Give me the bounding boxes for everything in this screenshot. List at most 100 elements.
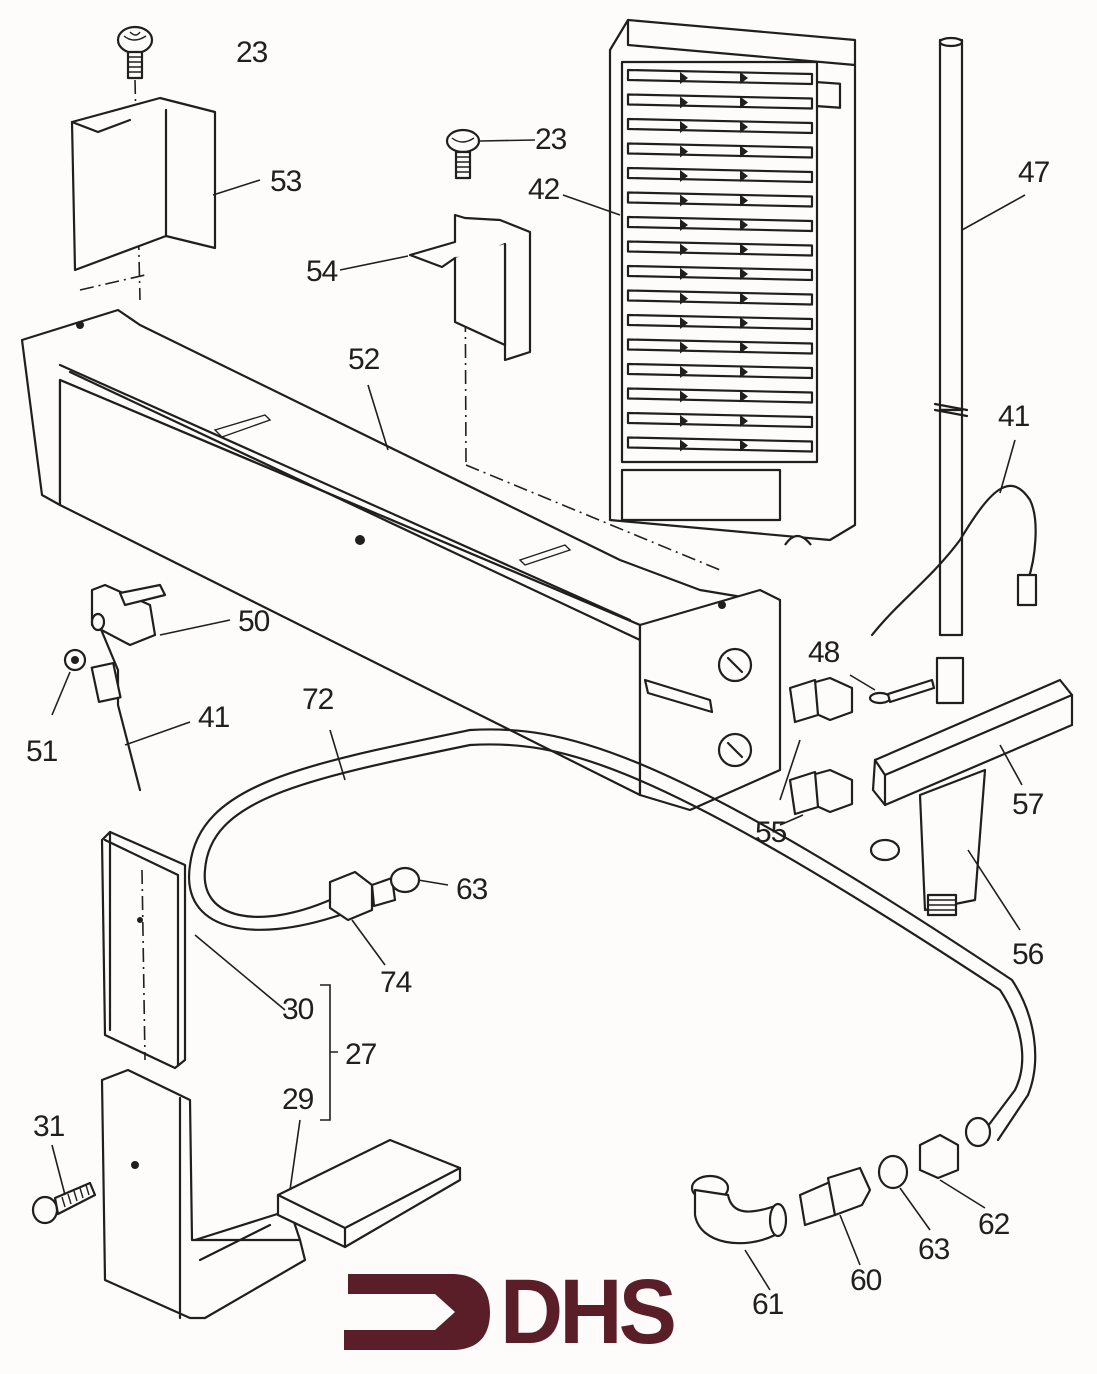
connector-60 <box>798 1166 872 1266</box>
grille-slat-notch <box>740 439 748 452</box>
grille-slat-notch <box>740 341 748 354</box>
grille-slat-notch <box>680 96 688 109</box>
callout-61: 61 <box>752 1288 784 1321</box>
grille-slat <box>626 215 814 233</box>
grille-slat <box>626 240 814 257</box>
block-29 <box>276 1119 462 1249</box>
burner-52 <box>20 239 782 812</box>
grille-slat-notch <box>680 341 688 354</box>
grille-slat-notch <box>680 219 688 231</box>
pin-48 <box>849 674 936 705</box>
nut-51 <box>51 648 87 716</box>
grille-slat <box>626 436 814 453</box>
grille-slat <box>626 117 814 135</box>
valve-assembly-56-57 <box>869 656 1074 931</box>
housing <box>100 1068 307 1320</box>
screw-23-center <box>445 128 536 180</box>
grille-slat-notch <box>740 219 748 231</box>
grille-slat-notch <box>680 415 688 427</box>
pipe-72 <box>187 728 1037 1148</box>
grille-slat <box>626 289 814 306</box>
callout-63-upper: 63 <box>456 873 488 906</box>
callout-42: 42 <box>528 173 560 206</box>
grille-slat-notch <box>740 292 748 305</box>
callout-54: 54 <box>306 255 338 288</box>
grille-slat-notch <box>740 72 748 84</box>
grille-slat <box>626 313 814 331</box>
grille-slat-notch <box>680 390 688 403</box>
olive-63-upper <box>389 866 449 894</box>
grille-slat-notch <box>680 317 688 329</box>
grille-slat-notch <box>680 366 688 378</box>
grille-slat <box>626 338 814 355</box>
callout-60: 60 <box>850 1264 882 1297</box>
grille-slat-notch <box>740 121 748 133</box>
callout-47: 47 <box>1018 156 1050 189</box>
callout-53: 53 <box>270 165 302 198</box>
bracket-53 <box>70 96 261 272</box>
callout-51: 51 <box>26 735 58 768</box>
callout-23-center: 23 <box>535 123 567 156</box>
injectors-55 <box>779 676 854 826</box>
tube-47 <box>933 36 1026 637</box>
grille-slat-notch <box>740 415 748 427</box>
callout-30: 30 <box>282 993 314 1026</box>
callout-23-top-left: 23 <box>236 36 268 69</box>
grille-slat-notch <box>740 366 748 378</box>
callout-62: 62 <box>978 1208 1010 1241</box>
callout-56: 56 <box>1012 938 1044 971</box>
grille-slat-notch <box>680 72 688 84</box>
callout-31: 31 <box>33 1110 65 1143</box>
grille-slat-notch <box>740 194 748 207</box>
arrow-logo-icon <box>344 1274 490 1350</box>
grille-slat-notch <box>680 121 688 133</box>
grille-slat-notch <box>740 170 748 182</box>
grille-slat-notch <box>740 390 748 403</box>
callout-27: 27 <box>345 1038 377 1071</box>
grille-slat <box>626 68 814 86</box>
nut-74 <box>328 870 397 966</box>
callout-63-lower: 63 <box>918 1233 950 1266</box>
callout-41-left: 41 <box>198 701 230 734</box>
grille-slat <box>626 264 814 282</box>
olive-63-lower <box>877 1154 931 1231</box>
grille-slat <box>626 93 814 110</box>
grille-slat-notch <box>680 194 688 207</box>
grille-42 <box>562 18 857 546</box>
callout-57: 57 <box>1012 788 1044 821</box>
grille-slat-notch <box>740 268 748 280</box>
callout-48: 48 <box>808 636 840 669</box>
assembly-bracket-27 <box>320 984 338 1121</box>
callout-55: 55 <box>755 816 787 849</box>
elbow-61 <box>690 1174 788 1291</box>
grille-slat-notch <box>740 243 748 256</box>
screw-31 <box>31 1144 97 1225</box>
callout-29: 29 <box>282 1083 314 1116</box>
callout-72: 72 <box>302 683 334 716</box>
grille-slat-notch <box>740 96 748 109</box>
grille-slat-notch <box>680 292 688 305</box>
clip-54 <box>339 213 532 362</box>
callout-50: 50 <box>238 605 270 638</box>
grille-slat-notch <box>680 439 688 452</box>
leader-41-left <box>124 721 191 746</box>
dhs-logo: DHS <box>340 1262 720 1362</box>
grille-slat <box>626 191 814 208</box>
grille-slat-notch <box>680 170 688 182</box>
grille-slat-notch <box>680 145 688 158</box>
callout-74: 74 <box>380 966 412 999</box>
callout-41-right: 41 <box>998 400 1030 433</box>
union-nut-62 <box>918 1133 986 1209</box>
grille-slat <box>626 166 814 184</box>
electrode-50 <box>90 583 231 792</box>
grille-slat-notch <box>680 268 688 280</box>
grille-slat <box>626 362 814 380</box>
grille-slat-notch <box>680 243 688 256</box>
panel-30 <box>100 830 286 1070</box>
grille-slat <box>626 142 814 159</box>
lead-41-right <box>870 439 1038 637</box>
logo-text: DHS <box>500 1261 677 1363</box>
grille-slat-notch <box>740 145 748 158</box>
